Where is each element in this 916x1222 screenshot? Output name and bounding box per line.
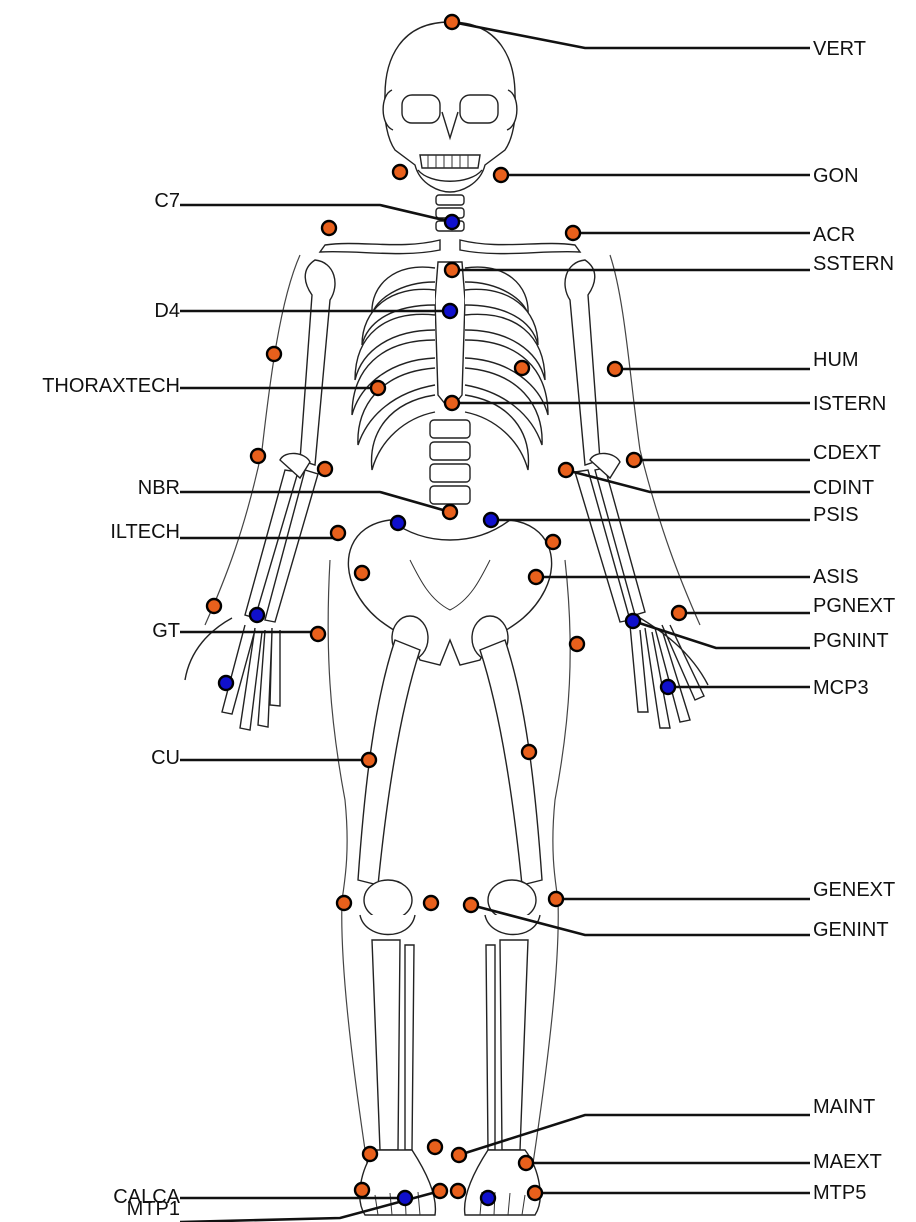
marker-mtp1-right	[451, 1184, 465, 1198]
marker-mcp3	[661, 680, 675, 694]
marker-genint	[464, 898, 478, 912]
marker-asis-left	[355, 566, 369, 580]
label-maint: MAINT	[813, 1096, 875, 1118]
leader-c7	[180, 205, 452, 222]
label-nbr: NBR	[138, 477, 180, 499]
label-asis: ASIS	[813, 566, 859, 588]
label-d4: D4	[154, 300, 180, 322]
marker-mtp1	[433, 1184, 447, 1198]
marker-acr-right	[566, 226, 580, 240]
labels-right: VERT GON ACR SSTERN HUM ISTERN CDEXT CDI…	[813, 38, 895, 1204]
marker-genext-left	[337, 896, 351, 910]
marker-pgnext-left	[207, 599, 221, 613]
marker-psis	[484, 513, 498, 527]
marker-gt	[311, 627, 325, 641]
label-cu: CU	[151, 747, 180, 769]
label-maext: MAEXT	[813, 1151, 882, 1173]
label-pgnint: PGNINT	[813, 630, 889, 652]
label-acr: ACR	[813, 224, 855, 246]
marker-c7	[445, 215, 459, 229]
marker-maext-left	[363, 1147, 377, 1161]
label-thoraxtech: THORAXTECH	[42, 375, 180, 397]
label-mtp1: MTP1	[127, 1198, 180, 1220]
marker-sstern	[445, 263, 459, 277]
marker-genint-left	[424, 896, 438, 910]
marker-iltech	[331, 526, 345, 540]
marker-thoraxtech	[371, 381, 385, 395]
marker-calca	[398, 1191, 412, 1205]
label-pgnext: PGNEXT	[813, 595, 895, 617]
marker-calca-right	[481, 1191, 495, 1205]
label-vert: VERT	[813, 38, 866, 60]
label-genint: GENINT	[813, 919, 889, 941]
leader-nbr	[180, 492, 450, 512]
label-istern: ISTERN	[813, 393, 886, 415]
marker-cdext-left	[251, 449, 265, 463]
marker-istern	[445, 396, 459, 410]
label-mcp3: MCP3	[813, 677, 869, 699]
label-iltech: ILTECH	[110, 521, 180, 543]
marker-cdext	[627, 453, 641, 467]
marker-genext	[549, 892, 563, 906]
label-mtp5: MTP5	[813, 1182, 866, 1204]
label-cdext: CDEXT	[813, 442, 881, 464]
marker-hum-right	[608, 362, 622, 376]
label-gon: GON	[813, 165, 859, 187]
marker-nbr	[443, 505, 457, 519]
marker-cu	[362, 753, 376, 767]
marker-cdint-left	[318, 462, 332, 476]
marker-cu-right	[522, 745, 536, 759]
label-gt: GT	[152, 620, 180, 642]
marker-mtp5-left	[355, 1183, 369, 1197]
marker-thoraxtech-right	[515, 361, 529, 375]
marker-asis	[529, 570, 543, 584]
marker-pgnint-left	[250, 608, 264, 622]
marker-mcp3-left	[219, 676, 233, 690]
leader-vert	[452, 22, 810, 48]
marker-maext	[519, 1156, 533, 1170]
marker-pgnint	[626, 614, 640, 628]
marker-gon-right	[494, 168, 508, 182]
marker-gt-right	[570, 637, 584, 651]
marker-hum-left	[267, 347, 281, 361]
marker-vert	[445, 15, 459, 29]
label-c7: C7	[154, 190, 180, 212]
marker-psis-left	[391, 516, 405, 530]
label-sstern: SSTERN	[813, 253, 894, 275]
marker-mtp5	[528, 1186, 542, 1200]
label-cdint: CDINT	[813, 477, 874, 499]
marker-pgnext	[672, 606, 686, 620]
marker-acr-left	[322, 221, 336, 235]
marker-maint	[452, 1148, 466, 1162]
label-genext: GENEXT	[813, 879, 895, 901]
marker-iltech-right	[546, 535, 560, 549]
labels-left: C7 D4 THORAXTECH NBR ILTECH GT CU CALCA …	[42, 190, 180, 1220]
marker-gon-left	[393, 165, 407, 179]
label-psis: PSIS	[813, 504, 859, 526]
marker-d4	[443, 304, 457, 318]
marker-maint-left	[428, 1140, 442, 1154]
label-hum: HUM	[813, 349, 859, 371]
marker-cdint	[559, 463, 573, 477]
